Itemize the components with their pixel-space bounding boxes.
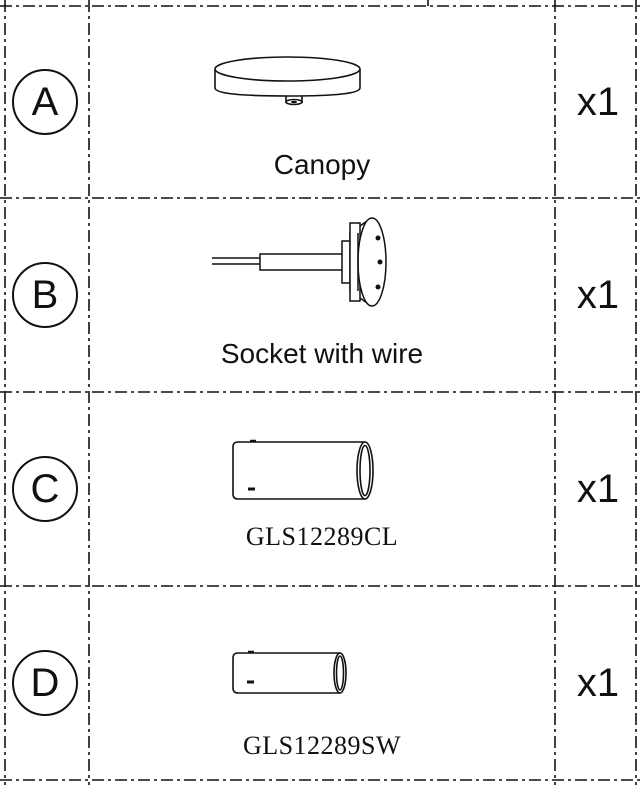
part-row-a: A Canopy x1 xyxy=(0,6,640,198)
canopy-icon xyxy=(214,56,361,106)
long-tube-icon xyxy=(232,439,374,500)
part-cell: GLS12289CL xyxy=(90,392,554,586)
part-row-c: C GLS12289CL x1 xyxy=(0,392,640,586)
part-code: GLS12289CL xyxy=(245,522,399,551)
part-cell: Socket with wire xyxy=(90,198,554,392)
part-quantity: x1 xyxy=(576,466,620,511)
part-letter-badge: C xyxy=(12,456,78,522)
part-letter-badge: D xyxy=(12,650,78,716)
short-tube-icon xyxy=(232,650,347,694)
part-code: GLS12289SW xyxy=(242,731,402,760)
part-row-b: B Socket with xyxy=(0,198,640,392)
part-letter-badge: B xyxy=(12,262,78,328)
letter-cell: B xyxy=(0,198,90,392)
part-name: Socket with wire xyxy=(220,338,424,369)
socket-with-wire-icon xyxy=(212,217,387,307)
part-cell: Canopy xyxy=(90,6,554,198)
letter-cell: A xyxy=(0,6,90,198)
part-cell: GLS12289SW xyxy=(90,586,554,780)
part-quantity: x1 xyxy=(576,79,620,124)
part-quantity: x1 xyxy=(576,272,620,317)
part-quantity: x1 xyxy=(576,660,620,705)
part-row-d: D GLS12289SW x1 xyxy=(0,586,640,780)
letter-cell: C xyxy=(0,392,90,586)
part-name: Canopy xyxy=(273,149,371,180)
part-letter-badge: A xyxy=(12,69,78,135)
letter-cell: D xyxy=(0,586,90,780)
